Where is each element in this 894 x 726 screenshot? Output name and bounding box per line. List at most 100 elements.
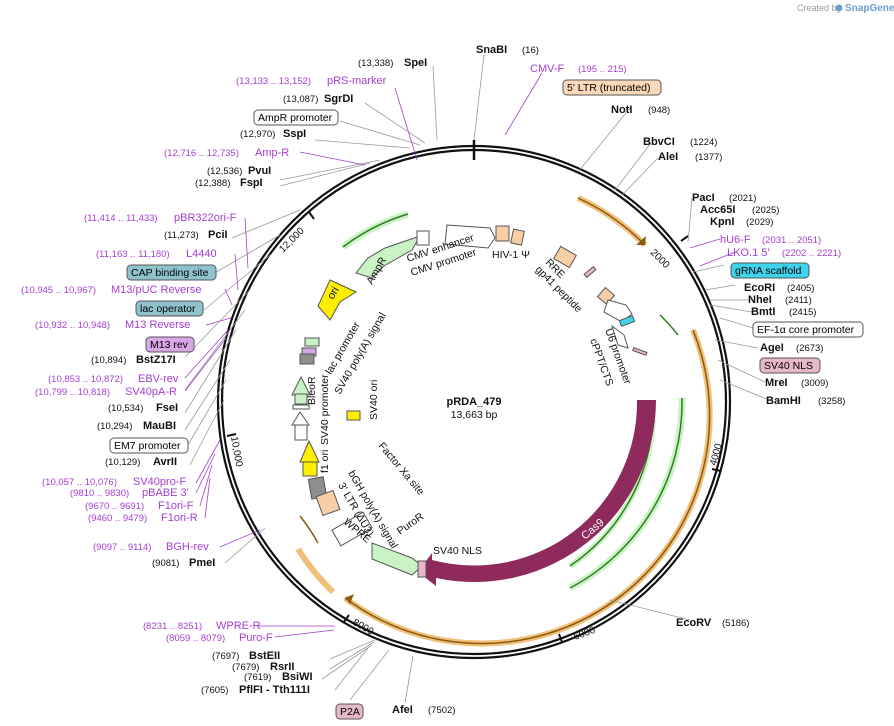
site-noti: NotI <box>611 104 632 116</box>
svg-text:(10,932 .. 10,948): (10,932 .. 10,948) <box>35 320 110 331</box>
site-pflfi: PflFI - Tth111I <box>239 684 310 696</box>
sv40-ori-box <box>346 410 361 421</box>
sv40-nls-box <box>417 560 427 578</box>
svg-text:(11,273): (11,273) <box>164 230 199 241</box>
svg-text:(12,970): (12,970) <box>240 129 275 140</box>
svg-text:8000: 8000 <box>351 617 376 638</box>
site-fspi: FspI <box>240 177 263 189</box>
site-acc65i: Acc65I <box>700 204 735 216</box>
svg-text:(12,388): (12,388) <box>195 178 230 189</box>
site-sgrdi: SgrDI <box>324 93 353 105</box>
box-5-ltr: 5' LTR (truncated) <box>567 82 651 94</box>
svg-text:(12,716 .. 12,735): (12,716 .. 12,735) <box>164 148 239 159</box>
ltr-box <box>315 489 341 517</box>
svg-text:(948): (948) <box>648 105 670 116</box>
label-f1-ori: f1 ori <box>319 450 331 473</box>
ori-label: ori <box>325 285 342 302</box>
svg-text:(10,129): (10,129) <box>105 457 140 468</box>
ori-arrow <box>317 279 358 321</box>
svg-text:(3258): (3258) <box>818 396 845 407</box>
svg-text:(2029): (2029) <box>746 217 773 228</box>
cas9-arrow <box>418 400 656 586</box>
svg-text:(11,163 .. 11,180): (11,163 .. 11,180) <box>96 249 170 260</box>
orange-arrow-head-2 <box>345 594 354 604</box>
site-agei: AgeI <box>760 342 784 354</box>
svg-text:(10,799 .. 10,818): (10,799 .. 10,818) <box>35 387 110 398</box>
ampr-arrow <box>355 235 422 279</box>
box-cap-binding-site: CAP binding site <box>131 267 209 279</box>
primer-f1ori-f: F1ori-F <box>158 500 194 512</box>
green-band-right <box>569 397 683 589</box>
svg-text:(2025): (2025) <box>752 205 779 216</box>
svg-text:(2021): (2021) <box>729 193 756 204</box>
svg-text:(195 .. 215): (195 .. 215) <box>578 64 627 75</box>
puror-arrow <box>371 542 423 576</box>
box-ef1a-core-promoter: EF-1α core promoter <box>757 324 855 336</box>
site-labels: SnaBI (16) (13,338) SpeI (13,087) SgrDI … <box>91 44 845 716</box>
svg-text:(10,534): (10,534) <box>108 403 143 414</box>
orange-band-top <box>576 195 648 248</box>
svg-text:(10,294): (10,294) <box>97 421 132 432</box>
site-bbvci: BbvCI <box>643 136 675 148</box>
boxed-labels: 5' LTR (truncated) AmpR promoter CAP bin… <box>109 79 864 720</box>
grna-scaffold-box <box>618 315 636 327</box>
site-avrii: AvrII <box>153 456 177 468</box>
brand-prefix: Created by <box>797 3 842 13</box>
orange-band-right <box>343 328 713 647</box>
svg-text:10,000: 10,000 <box>228 436 244 468</box>
svg-text:(2405): (2405) <box>787 283 814 294</box>
label-sv40-ori: SV40 ori <box>368 380 380 420</box>
svg-text:(7619): (7619) <box>244 672 271 683</box>
primer-prs-marker: pRS-marker <box>327 75 387 87</box>
svg-text:(7502): (7502) <box>428 705 455 716</box>
primer-m13-reverse: M13 Reverse <box>125 319 190 331</box>
svg-text:(2031 .. 2051): (2031 .. 2051) <box>762 235 821 246</box>
brand-name: SnapGene <box>845 3 894 14</box>
svg-text:(1224): (1224) <box>690 137 717 148</box>
tick-10000: 10,000 <box>226 433 244 468</box>
svg-text:(10,894): (10,894) <box>91 355 126 366</box>
site-ecorv: EcoRV <box>676 617 712 629</box>
green-band-ampr <box>342 213 409 248</box>
svg-text:(12,536): (12,536) <box>207 166 242 177</box>
box-grna-scaffold: gRNA scaffold <box>735 265 802 277</box>
hiv-psi-box <box>495 225 510 242</box>
site-afei: AfeI <box>392 704 413 716</box>
site-paci: PacI <box>692 192 715 204</box>
box-p2a: P2A <box>340 706 360 718</box>
site-pvui: PvuI <box>248 165 271 177</box>
snapgene-logo-icon <box>835 4 843 12</box>
svg-text:(10,853 .. 10,872): (10,853 .. 10,872) <box>48 374 123 385</box>
svg-text:(16): (16) <box>522 45 539 56</box>
site-alei: AleI <box>658 151 678 163</box>
primer-pbabe-3: pBABE 3' <box>142 487 189 499</box>
primer-f1ori-r: F1ori-R <box>161 512 198 524</box>
rre-box <box>553 245 577 269</box>
plasmid-name: pRDA_479 <box>446 396 501 408</box>
svg-text:(2673): (2673) <box>796 343 823 354</box>
site-snabi: SnaBI <box>476 44 507 56</box>
svg-text:(2202 .. 2221): (2202 .. 2221) <box>782 248 841 259</box>
label-bleor: BleoR <box>306 376 318 405</box>
svg-text:(2415): (2415) <box>789 307 816 318</box>
site-rsrii: RsrII <box>270 661 294 673</box>
site-sspi: SspI <box>283 128 306 140</box>
site-ecori: EcoRI <box>744 282 775 294</box>
primer-amp-r: Amp-R <box>255 147 289 159</box>
orange-arrow-head-1 <box>636 236 646 245</box>
svg-text:6000: 6000 <box>572 625 597 643</box>
lac-promoter-box <box>304 337 320 347</box>
svg-text:(2411): (2411) <box>785 295 812 306</box>
label-sv40-promoter: SV40 promoter <box>319 374 331 445</box>
leader-lines <box>184 54 770 704</box>
primer-sv40pro-f: SV40pro-F <box>133 476 186 488</box>
site-pmei: PmeI <box>189 557 215 569</box>
svg-text:(13,133 .. 13,152): (13,133 .. 13,152) <box>236 76 311 87</box>
site-bsteii: BstEII <box>249 650 280 662</box>
svg-text:(10,057 .. 10,076): (10,057 .. 10,076) <box>42 477 117 488</box>
primer-pbr322ori-f: pBR322ori-F <box>174 212 237 224</box>
primer-labels: CMV-F (195 .. 215) (13,133 .. 13,152) pR… <box>21 63 841 644</box>
primer-cmv-f: CMV-F <box>530 63 565 75</box>
svg-text:(10,945 .. 10,967): (10,945 .. 10,967) <box>21 285 96 296</box>
